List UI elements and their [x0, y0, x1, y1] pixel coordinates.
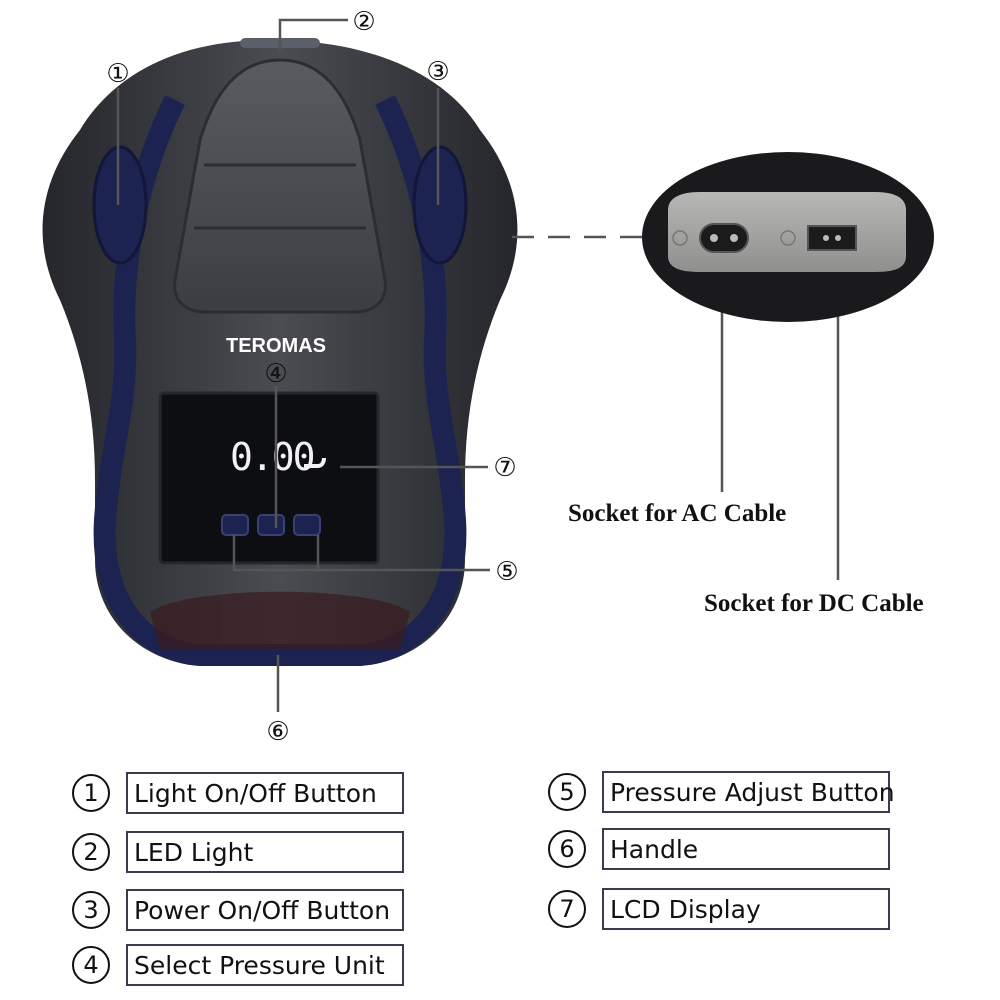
ac-pin-right: [730, 234, 738, 242]
bottom-glow: [150, 591, 410, 650]
legend-number: 4: [72, 946, 110, 984]
ac-socket[interactable]: [699, 223, 749, 253]
lcd-reading: 0.00: [230, 435, 314, 479]
top-panel: [173, 58, 387, 314]
brand-name: TEROMAS: [226, 335, 326, 357]
lcd-unit-mark: [304, 457, 326, 468]
socket-closeup: [642, 152, 934, 322]
select-unit-button[interactable]: [257, 514, 285, 536]
dc-pin-right: [835, 235, 841, 241]
legend-item-7: 7 LCD Display: [548, 888, 890, 930]
callout-3: ③: [426, 57, 449, 87]
legend-item-5: 5 Pressure Adjust Button: [548, 771, 895, 813]
callout-line-5: [232, 535, 490, 572]
callout-1: ①: [106, 59, 129, 89]
legend-item-2: 2 LED Light: [72, 831, 404, 873]
callout-4: ④: [264, 359, 287, 389]
lcd-screen: [158, 391, 380, 565]
legend-label: Power On/Off Button: [126, 889, 404, 931]
callout-2: ②: [352, 7, 375, 37]
legend-label: Light On/Off Button: [126, 772, 404, 814]
callout-line-2: [278, 18, 348, 50]
legend-label: Pressure Adjust Button: [602, 771, 895, 813]
legend-number: 6: [548, 830, 586, 868]
ac-socket-caption: Socket for AC Cable: [568, 500, 787, 527]
legend-number: 2: [72, 833, 110, 871]
dc-socket-caption: Socket for DC Cable: [704, 590, 924, 617]
pressure-down-button[interactable]: [221, 514, 249, 536]
legend-item-6: 6 Handle: [548, 828, 890, 870]
dc-symbol: [780, 230, 796, 246]
callout-6: ⑥: [266, 717, 289, 747]
callout-5: ⑤: [495, 557, 518, 587]
air-compressor: TEROMAS 0.00: [42, 38, 518, 666]
ac-pin-left: [710, 234, 718, 242]
device-trim: [93, 95, 467, 666]
legend-item-3: 3 Power On/Off Button: [72, 889, 404, 931]
light-on-off-button[interactable]: [92, 145, 148, 265]
pressure-up-button[interactable]: [293, 514, 321, 536]
legend-item-4: 4 Select Pressure Unit: [72, 944, 404, 986]
dc-socket[interactable]: [807, 225, 857, 251]
legend-number: 7: [548, 890, 586, 928]
legend-item-1: 1 Light On/Off Button: [72, 772, 404, 814]
power-on-off-button[interactable]: [412, 145, 468, 265]
callout-7: ⑦: [493, 453, 516, 483]
ac-symbol: [672, 230, 688, 246]
legend-label: LCD Display: [602, 888, 890, 930]
legend-label: Select Pressure Unit: [126, 944, 404, 986]
legend-number: 1: [72, 774, 110, 812]
legend-number: 3: [72, 891, 110, 929]
callout-numbers: ① ② ③ ④ ⑤ ⑥ ⑦: [106, 7, 518, 747]
legend-label: Handle: [602, 828, 890, 870]
legend-number: 5: [548, 773, 586, 811]
legend-label: LED Light: [126, 831, 404, 873]
dc-pin-left: [823, 235, 829, 241]
